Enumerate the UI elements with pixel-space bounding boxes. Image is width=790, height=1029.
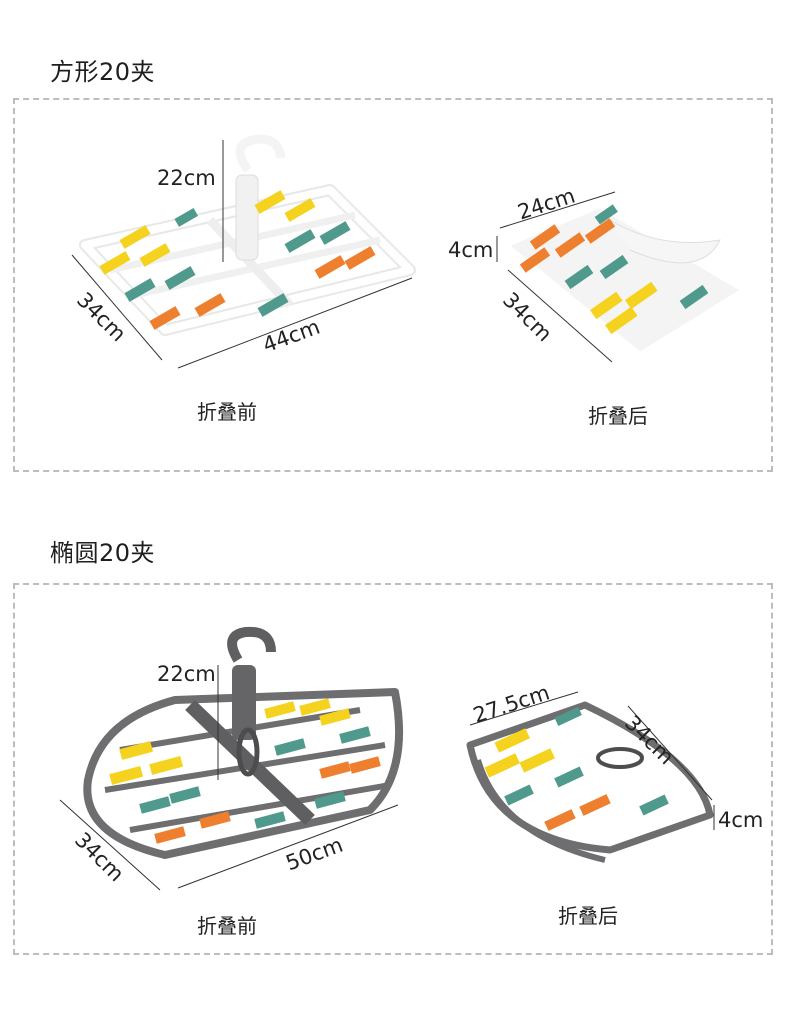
panel-oval xyxy=(13,583,773,955)
square-before-caption: 折叠前 xyxy=(197,400,257,424)
section-title-square: 方形20夹 xyxy=(50,58,156,86)
panel-square xyxy=(13,98,773,472)
square-after-height-label: 4cm xyxy=(448,238,494,262)
square-rack-unfolded-image xyxy=(71,134,416,369)
square-after-caption: 折叠后 xyxy=(588,404,648,428)
oval-after-caption: 折叠后 xyxy=(558,904,618,928)
oval-rack-unfolded-image xyxy=(59,626,404,891)
square-rack-folded-image xyxy=(496,191,751,363)
section-title-oval: 椭圆20夹 xyxy=(50,539,156,567)
oval-before-height-label: 22cm xyxy=(157,662,216,686)
oval-after-height-label: 4cm xyxy=(718,808,764,832)
oval-before-caption: 折叠前 xyxy=(197,914,257,938)
square-before-height-label: 22cm xyxy=(157,166,216,190)
oval-rack-folded-image xyxy=(466,691,715,863)
